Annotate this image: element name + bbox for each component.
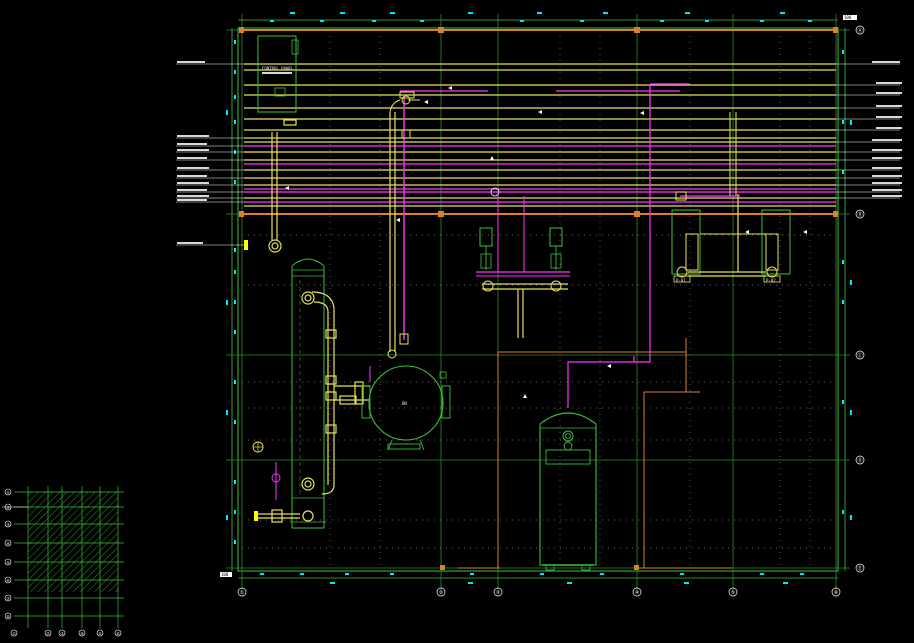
control-panel-label: CONTROL PANEL — [262, 66, 294, 71]
left-inlet-pipe — [268, 119, 297, 253]
axis-bubbles-bottom — [237, 587, 841, 597]
key-axis-bottom-4: ④ — [80, 631, 84, 636]
right-annotations — [836, 61, 902, 199]
inlet-valve-marker — [244, 240, 248, 250]
key-axis-left-4: ④ — [6, 541, 10, 546]
key-plan[interactable]: ① ② ③ ④ ⑤ ⑥ ⑦ ⑧ ① ② ③ ④ ⑤ ⑥ — [2, 486, 124, 637]
pump-right-label: P-02 — [766, 278, 776, 283]
left-small-gauge — [252, 441, 281, 500]
axis-label-b: Ⓑ — [857, 211, 862, 218]
axis-label-d: Ⓓ — [857, 457, 862, 464]
axis-label-c: Ⓒ — [857, 352, 862, 359]
flow-arrows — [285, 86, 807, 398]
key-axis-left-2: ② — [6, 505, 10, 510]
column-to-tank-pipe — [334, 381, 370, 405]
key-axis-bottom-5: ⑤ — [98, 631, 102, 636]
control-panel[interactable]: CONTROL PANEL — [257, 35, 299, 113]
right-pump-skid[interactable]: P-01 P-02 — [671, 112, 791, 283]
key-axis-left-3: ③ — [6, 522, 10, 527]
column-piping — [256, 291, 337, 523]
pipe-rack-yellow — [244, 63, 836, 207]
magenta-supply-line — [567, 110, 651, 408]
axis-label-e: Ⓔ — [857, 565, 862, 572]
key-axis-left-5: ⑤ — [6, 560, 10, 565]
key-axis-bottom-3: ③ — [60, 631, 64, 636]
axis-labels-right: Ⓐ Ⓑ Ⓒ Ⓓ Ⓔ — [857, 27, 862, 572]
storage-tank[interactable] — [539, 412, 597, 571]
axis-label-5: ⑤ — [731, 590, 736, 596]
drain-valve-marker — [254, 511, 258, 521]
pressure-tank[interactable]: DN — [361, 365, 451, 451]
dimension-ticks-top — [270, 12, 812, 22]
pipe-rack-magenta — [244, 83, 836, 203]
middle-pump-skid[interactable] — [476, 187, 570, 338]
key-axis-left-7: ⑦ — [6, 596, 10, 601]
corner-tag-bottom: 100 — [221, 572, 229, 577]
key-axis-bottom-6: ⑥ — [116, 631, 120, 636]
grid-columns — [241, 14, 837, 590]
key-axis-bottom-2: ② — [46, 631, 50, 636]
corner-tag-top: 100 — [844, 15, 852, 20]
key-axis-left-1: ① — [6, 490, 10, 495]
axis-labels-bottom: ① ② ③ ④ ⑤ ⑥ — [240, 590, 839, 596]
axis-bubbles-right — [855, 25, 865, 573]
tank-label: DN — [402, 401, 407, 406]
axis-label-6: ⑥ — [834, 590, 839, 596]
axis-label-4: ④ — [635, 590, 640, 596]
pump-left-label: P-01 — [676, 278, 686, 283]
middle-risers — [387, 91, 420, 359]
main-frame — [231, 19, 846, 579]
structural-beams — [242, 29, 836, 215]
axis-label-1: ① — [240, 590, 245, 596]
key-axis-left-8: ⑧ — [6, 614, 10, 619]
filter-column[interactable] — [290, 258, 326, 529]
axis-label-a: Ⓐ — [857, 27, 862, 34]
dimension-ticks-bottom — [260, 573, 804, 584]
key-axis-left-6: ⑥ — [6, 578, 10, 583]
axis-label-2: ② — [439, 590, 444, 596]
left-annotations — [176, 61, 244, 246]
dimension-ticks-right — [842, 50, 852, 520]
key-axis-bottom-1: ① — [12, 631, 16, 636]
axis-label-3: ③ — [496, 590, 501, 596]
corner-tags: 100 100 — [220, 15, 857, 577]
column-markers — [239, 27, 838, 570]
orange-room-outline — [458, 338, 732, 569]
